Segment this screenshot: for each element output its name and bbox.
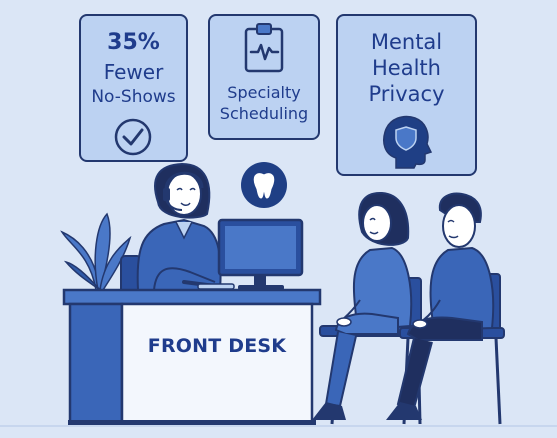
specialty-line1: Specialty (227, 83, 301, 102)
plant-decoration (60, 212, 132, 291)
head-shield-icon (383, 115, 433, 169)
specialty-line2: Scheduling (219, 104, 309, 123)
computer-monitor (197, 218, 304, 290)
mental-health-privacy-card: Mental Health Privacy (336, 14, 477, 176)
clipboard-heartbeat-icon (244, 23, 284, 73)
receptionist-figure (136, 162, 222, 291)
front-desk-label: FRONT DESK (147, 335, 287, 357)
checkmark-icon (114, 118, 152, 156)
no-shows-line2: Fewer (103, 60, 164, 84)
man-patient-figure (386, 192, 495, 420)
front-desk (62, 288, 322, 426)
no-shows-card: 35% Fewer No-Shows (79, 14, 188, 162)
mental-line1: Mental (370, 30, 443, 54)
specialty-scheduling-card: Specialty Scheduling (208, 14, 320, 140)
no-shows-stat: 35% (107, 30, 160, 55)
no-shows-line3: No-Shows (91, 87, 176, 107)
mental-line2: Health (372, 56, 441, 80)
tooth-icon (241, 162, 287, 208)
woman-patient-figure (312, 191, 413, 420)
mental-line3: Privacy (368, 82, 445, 106)
